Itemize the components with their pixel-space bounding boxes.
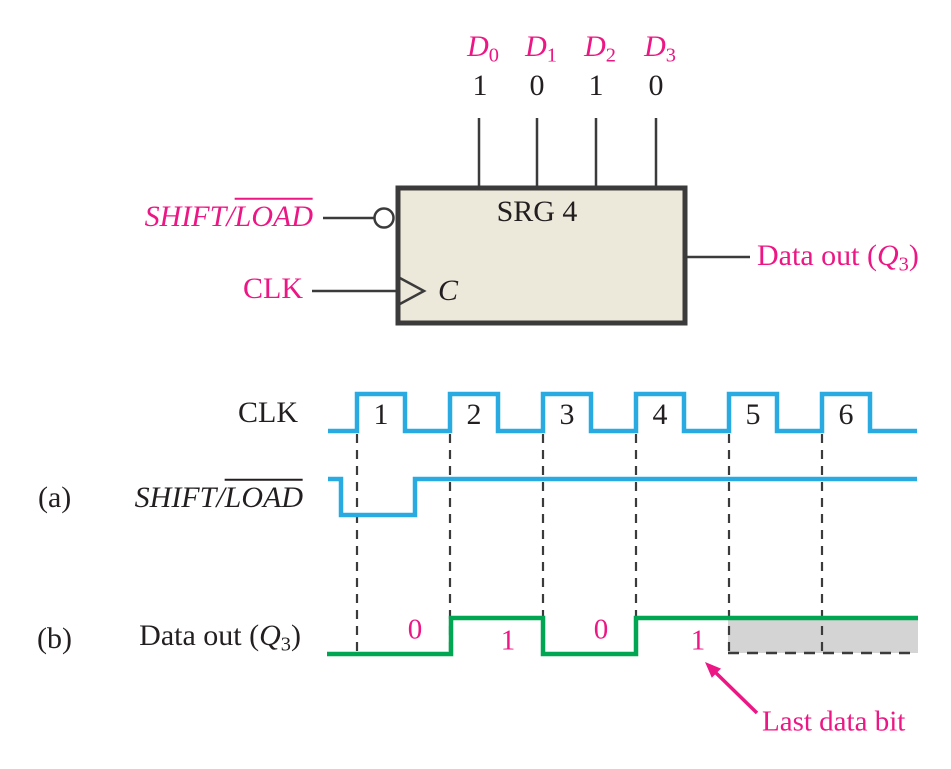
clock-edge-triangle-icon — [397, 275, 427, 307]
active-low-bubble-icon — [373, 207, 395, 229]
block-shift-load-label: SHIFT/LOAD — [144, 197, 313, 235]
d0-base: D — [467, 29, 489, 63]
timing-data-out-pre: Data out ( — [139, 618, 260, 652]
row-b-tag: (b) — [37, 621, 72, 655]
data-bit-0: 0 — [407, 613, 423, 646]
timing-data-out-post: ) — [291, 618, 301, 652]
timing-shift-load-pre: SHIFT/ — [134, 480, 225, 514]
block-data-out-q: Q — [876, 238, 899, 272]
timing-shift-load-overbar: LOAD — [224, 478, 303, 514]
clock-pulse-number-2: 2 — [466, 397, 482, 431]
clk-waveform — [328, 391, 917, 434]
clock-pulse-number-3: 3 — [559, 397, 575, 431]
d1-value: 0 — [529, 68, 545, 102]
block-shift-load-overbar: LOAD — [234, 197, 313, 233]
d3-label: D3 — [644, 30, 676, 68]
block-data-out-subscript: 3 — [898, 253, 909, 276]
d1-subscript: 1 — [546, 44, 557, 67]
block-clk-label: CLK — [243, 271, 303, 305]
block-data-out-pre: Data out ( — [757, 238, 877, 272]
block-shift-load-pre: SHIFT/ — [144, 199, 235, 233]
shift-load-waveform — [328, 476, 917, 518]
last-data-bit-annotation: Last data bit — [762, 705, 906, 738]
annotation-arrow-head-icon — [705, 662, 721, 678]
block-data-out-post: ) — [908, 238, 919, 272]
d3-base: D — [644, 29, 666, 63]
d1-base: D — [525, 29, 547, 63]
timing-shift-load-label: SHIFT/LOAD — [134, 478, 303, 516]
d2-label: D2 — [584, 30, 616, 68]
timing-clk-label: CLK — [238, 395, 298, 429]
data-bit-1: 1 — [500, 624, 516, 657]
timing-data-out-label: Data out (Q3) — [139, 619, 301, 657]
row-a-tag: (a) — [38, 480, 72, 514]
d0-label: D0 — [467, 30, 499, 68]
d3-value: 0 — [648, 68, 664, 102]
d3-subscript: 3 — [665, 44, 676, 67]
annotation-arrow-shaft — [712, 669, 759, 715]
data-bit-3: 1 — [690, 624, 706, 657]
clock-pulse-number-1: 1 — [373, 397, 389, 431]
timing-data-out-q: Q — [259, 618, 281, 652]
clock-pin-label: C — [437, 273, 459, 307]
d2-value: 1 — [588, 68, 604, 102]
timing-data-out-subscript: 3 — [280, 633, 291, 656]
d1-label: D1 — [525, 30, 557, 68]
clock-pulse-number-4: 4 — [652, 397, 668, 431]
d0-subscript: 0 — [488, 44, 499, 67]
srg4-chip-body — [395, 185, 688, 326]
clock-pulse-number-5: 5 — [745, 397, 761, 431]
d2-subscript: 2 — [605, 44, 616, 67]
data-input-lines — [477, 118, 658, 188]
data-bit-2: 0 — [593, 613, 609, 646]
block-data-out-label: Data out (Q3) — [757, 239, 919, 277]
data-out-waveform — [327, 615, 918, 657]
chip-label: SRG 4 — [496, 194, 578, 228]
d0-value: 1 — [472, 68, 488, 102]
d2-base: D — [584, 29, 606, 63]
clock-pulse-number-6: 6 — [838, 397, 854, 431]
